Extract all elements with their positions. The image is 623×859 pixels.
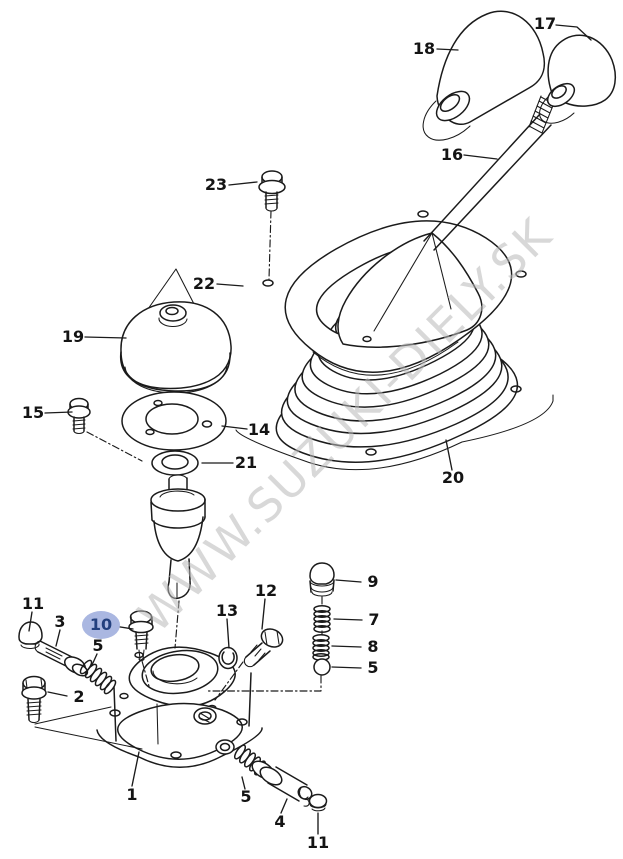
part-label-3[interactable]: 3: [54, 612, 66, 631]
part-label-21[interactable]: 21: [234, 453, 258, 472]
part-label-15[interactable]: 15: [21, 403, 45, 422]
shift-knob-large: [422, 10, 546, 141]
part-label-11-top[interactable]: 11: [21, 594, 45, 613]
part-label-20[interactable]: 20: [441, 468, 465, 487]
shift-lever: [423, 95, 555, 251]
part-label-11-bottom[interactable]: 11: [306, 833, 330, 852]
part-label-5-right[interactable]: 5: [367, 658, 379, 677]
washer-21: [151, 450, 199, 476]
ball-5-right: [313, 658, 331, 676]
bolt-12: [243, 628, 284, 668]
plug-cap-11-bottom: [308, 793, 328, 812]
lever-seat-dome: [119, 268, 232, 394]
part-label-10-highlighted[interactable]: 10: [82, 611, 120, 639]
part-label-7[interactable]: 7: [368, 610, 380, 629]
washer-13: [218, 646, 238, 670]
center-lines: [86, 210, 323, 701]
part-label-9[interactable]: 9: [367, 572, 379, 591]
part-label-13[interactable]: 13: [215, 601, 239, 620]
spring-5-left: [79, 659, 117, 695]
bolt-2: [21, 675, 143, 750]
part-label-2[interactable]: 2: [73, 687, 85, 706]
part-label-16[interactable]: 16: [440, 145, 464, 164]
shaft-4: [251, 760, 313, 807]
part-label-22[interactable]: 22: [192, 274, 216, 293]
part-label-17[interactable]: 17: [533, 14, 557, 33]
part-label-5-left[interactable]: 5: [92, 636, 104, 655]
part-label-12[interactable]: 12: [254, 581, 278, 600]
spring-7: [313, 605, 331, 633]
part-label-14[interactable]: 14: [247, 420, 271, 439]
part-label-1[interactable]: 1: [126, 785, 138, 804]
plug-bolt-9: [309, 562, 335, 597]
screw-15: [67, 397, 91, 434]
part-label-4[interactable]: 4: [274, 812, 286, 831]
leader-lines: [28, 24, 592, 835]
seat-plate: [121, 391, 227, 451]
part-label-23[interactable]: 23: [204, 175, 228, 194]
bolt-23: [258, 170, 286, 212]
spring-8: [312, 634, 330, 661]
shift-knob-small: [539, 34, 617, 124]
plug-cap-11-left: [18, 621, 43, 650]
boot-peak: [337, 232, 483, 348]
lever-pivot-joint: [150, 474, 206, 600]
part-label-5-bottom[interactable]: 5: [240, 787, 252, 806]
part-label-19[interactable]: 19: [61, 327, 85, 346]
part-label-18[interactable]: 18: [412, 39, 436, 58]
part-label-8[interactable]: 8: [367, 637, 379, 656]
